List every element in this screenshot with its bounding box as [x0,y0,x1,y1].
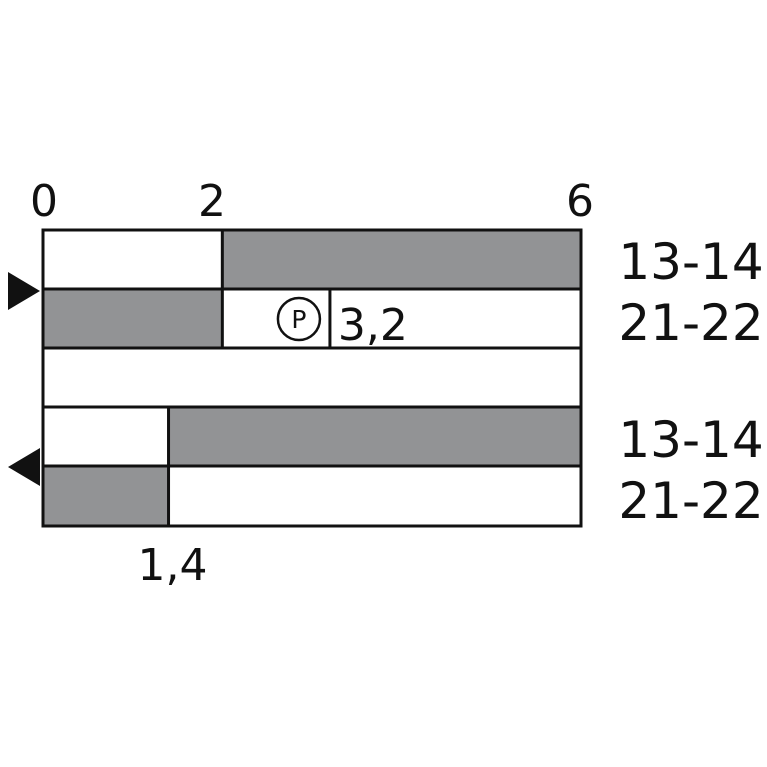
right-pointing-triangle-icon [8,272,40,310]
forward-contact-21-22-closed-bar [41,287,224,350]
reverse-marker-value: 1,4 [138,540,208,591]
reverse-contact-21-22-closed-bar [41,464,171,528]
reverse-contact-label-13-14: 13-14 [618,411,763,469]
left-pointing-triangle-icon [8,448,40,486]
spacer-row [41,346,583,409]
p-symbol-label: P [291,305,306,334]
scale-tick-2: 2 [198,176,226,227]
forward-contact-label-13-14: 13-14 [618,233,763,291]
reverse-contact-13-14-closed-bar [167,405,583,468]
diagram-frame [41,228,583,528]
scale-tick-6: 6 [566,176,594,227]
reverse-contact-label-21-22: 21-22 [618,472,763,530]
scale-tick-0: 0 [30,176,58,227]
forward-marker-value: 3,2 [338,300,408,351]
forward-contact-label-21-22: 21-22 [618,294,763,352]
p-symbol-icon: P [276,296,322,342]
forward-contact-13-14-closed-bar [220,228,583,291]
